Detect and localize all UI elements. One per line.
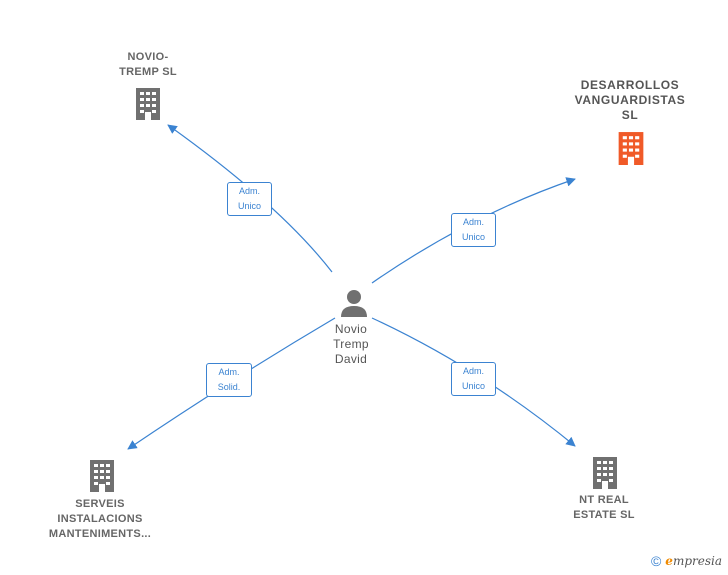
company-label-serveis[interactable]: SERVEIS INSTALACIONS MANTENIMENTS... [38, 497, 162, 542]
edge-label-desarrollos[interactable]: Adm. Unico [451, 213, 496, 247]
edge-label-line: Adm. [462, 217, 484, 227]
company-label-line: VANGUARDISTAS [574, 93, 686, 107]
company-label-novio[interactable]: NOVIO- TREMP SL [96, 50, 200, 80]
edge-label-line: Unico [461, 232, 485, 242]
company-label-line: INSTALACIONS [57, 513, 143, 525]
company-label-line: MANTENIMENTS... [48, 528, 152, 540]
company-label-ntreal[interactable]: NT REAL ESTATE SL [554, 493, 654, 523]
company-label-desarrollos[interactable]: DESARROLLOS VANGUARDISTAS SL [560, 78, 700, 123]
copyright-icon: © [650, 553, 662, 569]
company-label-line: SERVEIS [75, 498, 125, 510]
person-name[interactable]: Novio Tremp David [333, 322, 369, 366]
edge-label-ntreal[interactable]: Adm. Unico [451, 362, 496, 396]
building-icon-desarrollos [618, 132, 644, 165]
company-label-line: SL [621, 108, 639, 122]
company-label-line: TREMP SL [119, 66, 177, 78]
edge-label-line: Unico [237, 201, 261, 211]
brand-name: empresia [665, 554, 722, 568]
person-icon [341, 290, 367, 317]
company-label-line: NOVIO- [127, 51, 169, 63]
brand-rest: mpresia [672, 554, 722, 568]
edge-label-line: Adm. [218, 367, 240, 377]
edge-label-serveis[interactable]: Adm. Solid. [206, 363, 252, 397]
company-label-line: ESTATE SL [573, 509, 635, 521]
company-label-line: DESARROLLOS [580, 78, 680, 92]
brand-initial: e [665, 554, 673, 568]
building-icon-serveis [90, 460, 114, 492]
empresia-logo[interactable]: © empresia [651, 553, 722, 569]
company-label-line: NT REAL [579, 494, 629, 506]
building-icon-novio [136, 88, 160, 120]
edge-label-line: Adm. [238, 186, 260, 196]
edge-label-novio[interactable]: Adm. Unico [227, 182, 272, 216]
edge-label-line: Solid. [217, 382, 241, 392]
edge-label-line: Adm. [462, 366, 484, 376]
edge-label-line: Unico [461, 381, 485, 391]
building-icon-ntreal [593, 457, 617, 489]
